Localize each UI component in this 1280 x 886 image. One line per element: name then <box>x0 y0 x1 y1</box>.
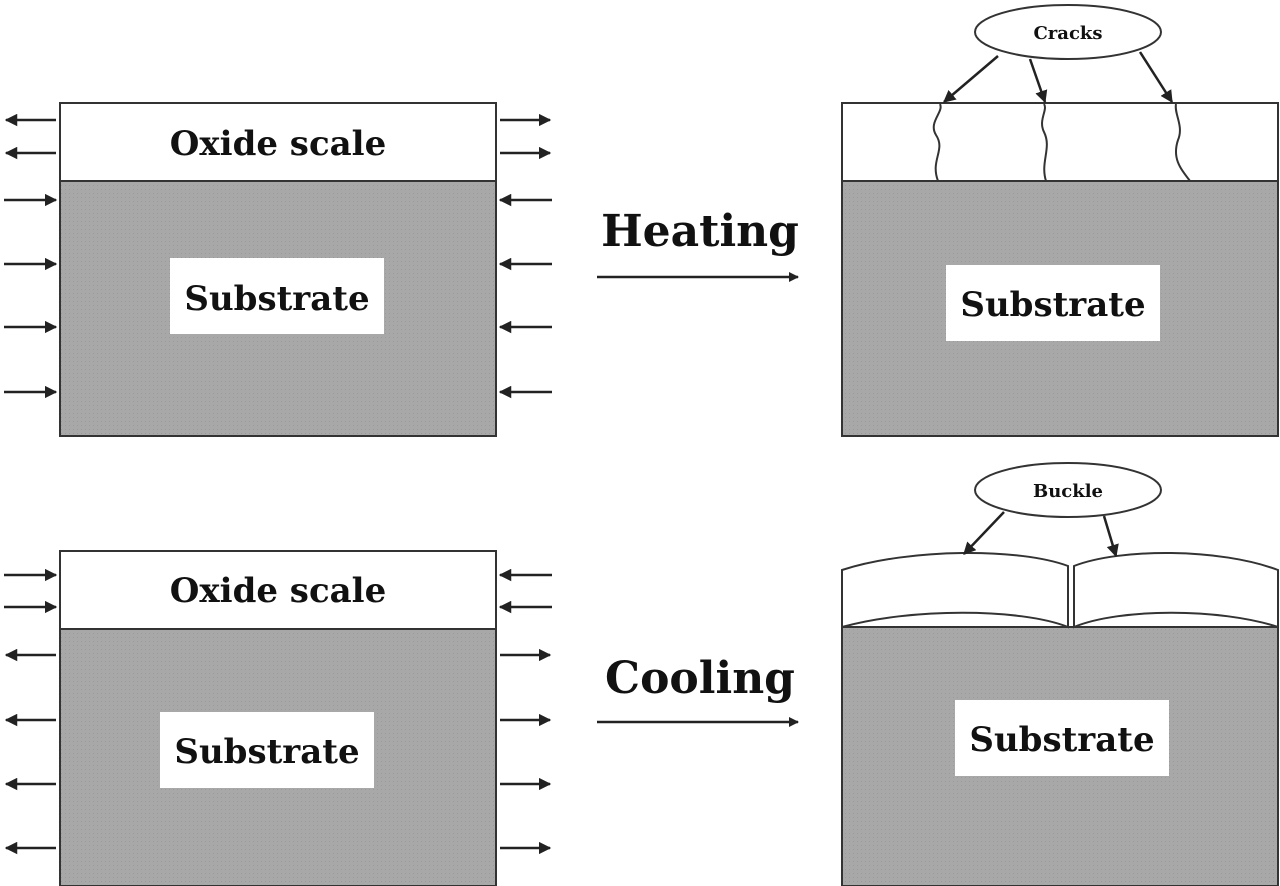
substrate-label: Substrate <box>184 279 369 319</box>
heating-process-arrow: Heating <box>597 206 799 282</box>
buckle-callout <box>974 462 1162 518</box>
cooling-result-panel: Substrate Buckle <box>841 462 1279 886</box>
substrate-label-box <box>170 258 384 334</box>
substrate-label-box <box>160 712 374 788</box>
callout-pointer <box>943 55 999 103</box>
heating-label: Heating <box>601 206 799 257</box>
callout-pointer <box>1138 51 1174 104</box>
buckle-label: Buckle <box>1033 481 1103 502</box>
callout-pointer <box>963 511 1005 555</box>
oxide-scale-label: Oxide scale <box>170 124 386 164</box>
crack-line <box>1041 103 1048 182</box>
callout-pointer <box>1028 58 1048 104</box>
buckled-scale-segment-right <box>1073 551 1279 629</box>
substrate-label: Substrate <box>960 285 1145 325</box>
substrate-label-box <box>955 700 1169 776</box>
substrate-label-box <box>946 265 1160 341</box>
substrate-label: Substrate <box>174 732 359 772</box>
buckled-scale-segment-left <box>841 552 1069 629</box>
heating-initial-panel: Oxide scale Substrate <box>4 102 552 437</box>
cracks-label: Cracks <box>1033 23 1102 44</box>
oxide-scale-layer <box>59 102 497 182</box>
oxide-scale-layer <box>59 550 497 630</box>
callout-pointer <box>1102 515 1119 558</box>
crack-line <box>932 103 942 182</box>
crack-line <box>1174 103 1191 182</box>
oxide-scale-layer <box>841 102 1279 182</box>
heating-result-panel: Substrate Cracks <box>841 4 1279 437</box>
cooling-label: Cooling <box>605 653 795 704</box>
cooling-process-arrow: Cooling <box>597 653 799 727</box>
cracks-callout <box>974 4 1162 60</box>
oxide-scale-label: Oxide scale <box>170 571 386 611</box>
substrate-label: Substrate <box>969 720 1154 760</box>
cooling-initial-panel: Oxide scale Substrate <box>4 550 552 886</box>
